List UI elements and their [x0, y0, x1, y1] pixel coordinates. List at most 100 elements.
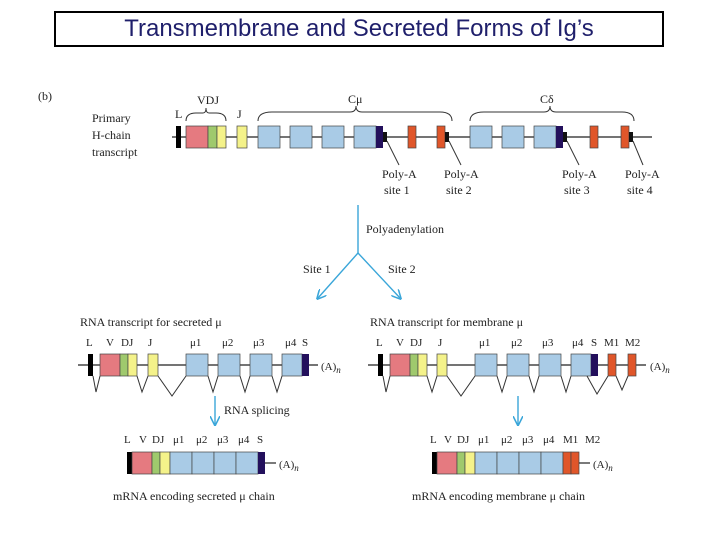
- secreted-transcript-labels: L V DJ J μ1 μ2 μ3 μ4 S: [86, 337, 308, 349]
- leader-exon: [176, 126, 181, 148]
- polya-site-2-mark: [445, 132, 449, 142]
- polya-2-line1: Poly-A: [444, 167, 479, 181]
- mem-mrna-mu1: [474, 451, 498, 475]
- mem-mrna-m2: [570, 451, 580, 475]
- fork-arrow-site2: [357, 252, 400, 298]
- polya-2-line2: site 2: [446, 183, 472, 197]
- vdj-brace: [185, 107, 227, 122]
- mem-mu1: [474, 353, 498, 377]
- cmu-exon-1: [257, 125, 281, 149]
- secreted-mrna: [127, 451, 276, 475]
- sec-splice-3: [157, 375, 187, 397]
- polya-3-line2: site 3: [564, 183, 590, 197]
- cdelta-exon-3: [533, 125, 557, 149]
- cmu-m2-exon: [436, 125, 446, 149]
- primary-label-2: H-chain: [92, 128, 131, 142]
- sec-mu2: [217, 353, 241, 377]
- sec-v: [99, 353, 121, 377]
- sec-mrna-mu3: [213, 451, 237, 475]
- sec-splice-6: [271, 375, 283, 394]
- cmu-exon-4: [353, 125, 377, 149]
- fork-arrow-site1: [318, 252, 359, 298]
- secreted-transcript: [78, 353, 318, 397]
- mem-polya-tail: (A)n: [650, 361, 670, 375]
- top-label-J: J: [237, 107, 242, 121]
- secreted-mrna-labels: L V DJ μ1 μ2 μ3 μ4 S: [124, 434, 263, 446]
- mem-j: [436, 353, 448, 377]
- sec-label-mu3: μ3: [253, 337, 265, 349]
- mem-label-DJ: DJ: [410, 337, 423, 349]
- sec-mrna-leader: [127, 452, 132, 474]
- sec-splice-5: [239, 375, 251, 394]
- mem-mrna-leader: [432, 452, 437, 474]
- sec-splice-2: [136, 375, 149, 394]
- mem-splice-3: [446, 375, 476, 397]
- membrane-mrna-labels: L V DJ μ1 μ2 μ3 μ4 M1 M2: [430, 434, 600, 446]
- polya-pointer-4: [632, 140, 644, 166]
- sec-mrna-label-S: S: [257, 434, 263, 446]
- sec-mrna-j: [159, 451, 171, 475]
- sec-label-V: V: [106, 337, 114, 349]
- sec-label-DJ: DJ: [121, 337, 134, 349]
- mem-label-mu2: μ2: [511, 337, 522, 349]
- polya-4-line2: site 4: [627, 183, 653, 197]
- mem-mu4: [570, 353, 592, 377]
- j-segment: [236, 125, 248, 149]
- rna-splicing-label: RNA splicing: [224, 403, 290, 417]
- mem-mrna-d: [456, 451, 466, 475]
- mem-mrna-v: [436, 451, 458, 475]
- mem-leader: [378, 354, 383, 376]
- sec-mrna-mu2: [191, 451, 215, 475]
- cdelta-m1-exon: [589, 125, 599, 149]
- mem-label-V: V: [396, 337, 404, 349]
- cmu-exon-3: [321, 125, 345, 149]
- sec-splice-1: [92, 375, 101, 393]
- cdelta-secretory-tail: [556, 126, 563, 148]
- mem-label-mu3: μ3: [542, 337, 554, 349]
- membrane-mrna-caption: mRNA encoding membrane μ chain: [412, 489, 585, 503]
- mem-label-mu4: μ4: [572, 337, 584, 349]
- mem-label-L: L: [376, 337, 383, 349]
- sec-label-S: S: [302, 337, 308, 349]
- mem-mrna-label-mu4: μ4: [543, 434, 555, 446]
- mem-label-S: S: [591, 337, 597, 349]
- mem-label-M1: M1: [604, 337, 619, 349]
- mem-mrna-label-M2: M2: [585, 434, 600, 446]
- sec-mrna-label-mu1: μ1: [173, 434, 184, 446]
- mem-mrna-label-V: V: [444, 434, 452, 446]
- sec-label-mu1: μ1: [190, 337, 201, 349]
- polya-site-1-mark: [383, 132, 387, 142]
- sec-d: [119, 353, 129, 377]
- cmu-exon-2: [289, 125, 313, 149]
- sec-label-J: J: [148, 337, 153, 349]
- sec-mrna-s: [258, 452, 265, 474]
- polya-1-line1: Poly-A: [382, 167, 417, 181]
- sec-label-mu4: μ4: [285, 337, 297, 349]
- top-label-vdj: VDJ: [197, 93, 219, 107]
- sec-mrna-label-mu2: μ2: [196, 434, 207, 446]
- top-label-cmu: Cμ: [348, 92, 362, 106]
- mem-mrna-j: [464, 451, 476, 475]
- mem-splice-1: [382, 375, 391, 393]
- mem-mrna-label-mu3: μ3: [522, 434, 534, 446]
- sec-mu4: [281, 353, 303, 377]
- top-label-L: L: [175, 107, 182, 121]
- d-segment: [207, 125, 218, 149]
- sec-label-mu2: μ2: [222, 337, 233, 349]
- sec-j-joined: [127, 353, 138, 377]
- mem-mrna-polya-tail: (A)n: [593, 459, 613, 473]
- mem-mu2: [506, 353, 530, 377]
- cmu-brace: [257, 105, 453, 122]
- sec-mrna-v: [131, 451, 153, 475]
- polya-3-line1: Poly-A: [562, 167, 597, 181]
- polya-pointer-2: [448, 140, 462, 166]
- mem-label-J: J: [438, 337, 443, 349]
- sec-mrna-label-L: L: [124, 434, 131, 446]
- sec-mrna-d: [151, 451, 161, 475]
- sec-mrna-mu4: [235, 451, 259, 475]
- membrane-mrna: [432, 451, 590, 475]
- mem-m2: [627, 353, 637, 377]
- polya-pointer-3: [566, 140, 580, 166]
- mem-splice-4: [496, 375, 508, 394]
- mem-splice-5: [528, 375, 540, 394]
